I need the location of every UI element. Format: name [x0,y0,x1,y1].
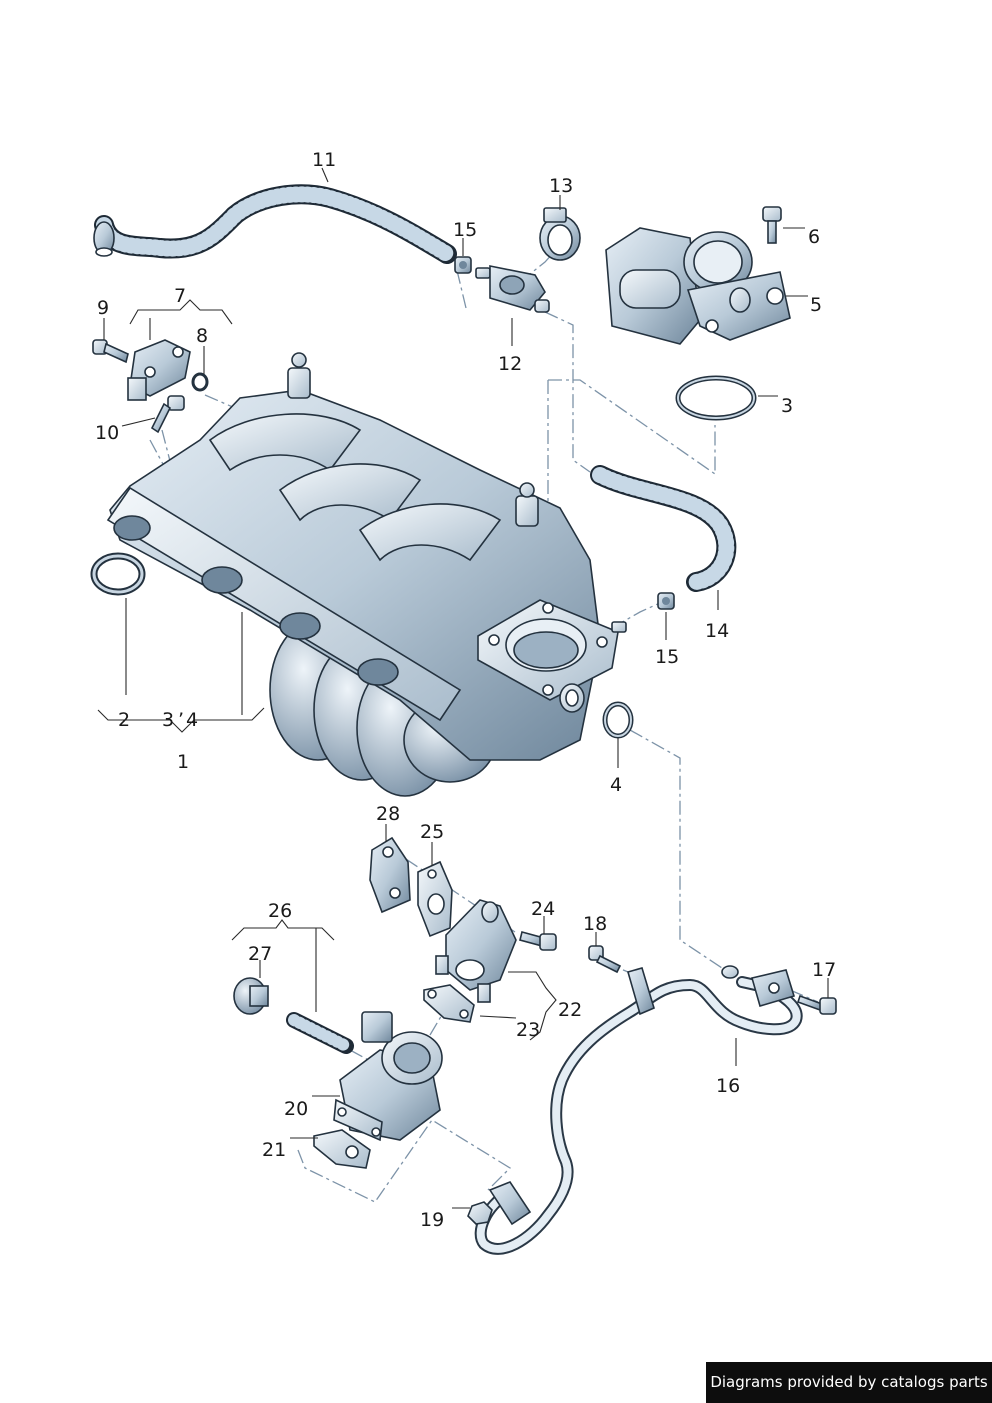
o-ring-part-3-top[interactable] [675,375,757,421]
callout-2: 2 [118,709,130,731]
gasket-part-23[interactable] [423,984,475,1023]
bolt-part-18[interactable] [588,945,622,974]
bolt-part-24[interactable] [519,931,557,951]
hose-part-14[interactable] [590,465,737,592]
callout-labels: 11 15 13 6 5 3 12 9 7 8 10 14 15 2 3 ’ 4… [95,149,836,1231]
seal-part-8[interactable] [191,372,209,392]
callout-17: 17 [812,959,836,981]
cap-part-27[interactable] [233,977,269,1015]
callout-22: 22 [558,999,582,1021]
callout-5: 5 [810,294,822,316]
throttle-body-part-5[interactable] [605,227,791,345]
callout-10: 10 [95,422,119,444]
callout-tick: ’ [178,709,184,731]
callout-16: 16 [716,1075,740,1097]
callout-8: 8 [196,325,208,347]
callout-15-lower: 15 [655,646,679,668]
gasket-part-2[interactable] [90,552,146,596]
callout-11: 11 [312,149,336,171]
sleeve-part-26[interactable] [286,1012,354,1054]
callout-3: 3 [162,709,174,731]
callout-21: 21 [262,1139,286,1161]
bolt-part-10[interactable] [150,395,185,434]
egr-valve-part-20[interactable] [333,1011,443,1142]
callout-4: 4 [186,709,198,731]
bolt-part-9[interactable] [92,339,129,364]
seal-part-4[interactable] [602,701,634,739]
callout-24: 24 [531,898,555,920]
callout-15-top: 15 [453,219,477,241]
callout-18: 18 [583,913,607,935]
callout-23: 23 [516,1019,540,1041]
pipe-part-16[interactable] [474,965,803,1255]
callout-4-lower: 4 [610,774,622,796]
callout-3-top: 3 [781,395,793,417]
callout-6: 6 [808,226,820,248]
callout-12: 12 [498,353,522,375]
credit-banner: Diagrams provided by catalogs parts [706,1362,992,1403]
callout-26: 26 [268,900,292,922]
callout-20: 20 [284,1098,308,1120]
callout-19: 19 [420,1209,444,1231]
gasket-part-28[interactable] [369,836,411,914]
hose-part-11[interactable] [93,184,457,264]
callout-7: 7 [174,285,186,307]
gasket-part-21[interactable] [313,1129,371,1169]
intake-manifold-part-1[interactable] [106,352,627,797]
sensor-part-7[interactable] [127,339,191,401]
callout-25: 25 [420,821,444,843]
valve-part-12[interactable] [475,265,550,313]
leader-lines [97,167,829,1209]
callout-27: 27 [248,943,272,965]
bolt-part-17[interactable] [796,994,837,1015]
callout-13: 13 [549,175,573,197]
clip-part-15-lower[interactable] [657,592,675,610]
clamp-part-13[interactable] [539,207,581,261]
bolt-part-6[interactable] [762,206,782,244]
nut-part-19[interactable] [467,1201,493,1225]
callout-9: 9 [97,297,109,319]
egr-flange-part-22[interactable] [435,899,517,1003]
callout-1: 1 [177,751,189,773]
clip-part-15-top[interactable] [454,256,472,274]
callout-28: 28 [376,803,400,825]
callout-14: 14 [705,620,729,642]
gasket-part-25[interactable] [417,860,453,938]
